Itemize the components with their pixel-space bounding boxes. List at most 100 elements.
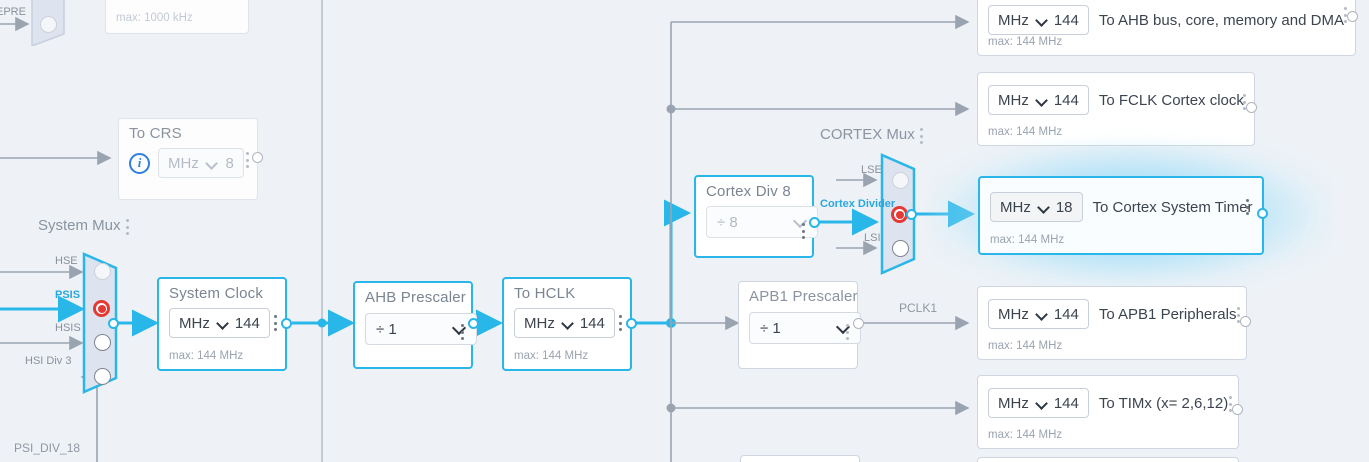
to-ahb-menu-icon[interactable] xyxy=(1344,7,1348,23)
to-crs-output-port[interactable] xyxy=(252,152,263,163)
cortex-mux-input-label-lsi: LSI xyxy=(864,232,881,244)
system-mux-pin-hsi-div-3[interactable] xyxy=(94,368,111,385)
cortex-div8-output-port[interactable] xyxy=(809,217,820,228)
to-timx-label: To TIMx (x= 2,6,12) xyxy=(1098,394,1229,412)
to-fclk-value-control[interactable]: MHz 144 xyxy=(988,85,1089,115)
ahb-prescaler-select[interactable]: ÷ 1 xyxy=(365,313,477,345)
info-icon[interactable]: i xyxy=(129,152,150,174)
apb1-prescaler-node[interactable]: APB1 Prescaler ÷ 1 xyxy=(738,281,861,369)
to-ahb-output-port[interactable] xyxy=(1347,11,1358,22)
to-crs-title: To CRS xyxy=(129,125,182,142)
chevron-down-icon[interactable] xyxy=(1036,15,1047,26)
to-crs-unit: MHz xyxy=(168,154,199,172)
to-hclk-max: max: 144 MHz xyxy=(514,350,589,362)
to-apb1-peripherals-unit: MHz xyxy=(998,305,1029,323)
to-hclk-value: 144 xyxy=(579,314,605,332)
to-fclk-value: 144 xyxy=(1053,91,1079,109)
system-mux-input-label-hsis: HSIS xyxy=(55,322,81,334)
to-crs-node[interactable]: To CRS i MHz 8 xyxy=(118,118,258,200)
chevron-down-icon[interactable] xyxy=(1036,95,1047,106)
ahb-prescaler-value: ÷ 1 xyxy=(376,320,397,338)
chevron-down-icon[interactable] xyxy=(1036,398,1047,409)
to-timx-menu-icon[interactable] xyxy=(1229,396,1233,412)
to-timx-max: max: 144 MHz xyxy=(988,429,1063,441)
cortex-div8-menu-icon[interactable] xyxy=(802,223,806,239)
cortex-mux-menu-icon[interactable] xyxy=(920,128,924,144)
to-hclk-menu-icon[interactable] xyxy=(619,315,623,331)
to-timx-output-port[interactable] xyxy=(1232,404,1243,415)
chevron-down-icon[interactable] xyxy=(217,318,228,329)
ahb-prescaler-output-port[interactable] xyxy=(468,318,479,329)
system-mux-pin-hse[interactable] xyxy=(94,263,111,280)
cortex-mux-input-label-lse: LSE xyxy=(861,164,882,176)
to-cortex-system-timer-value-control[interactable]: MHz 18 xyxy=(990,192,1083,222)
cortex-div8-title: Cortex Div 8 xyxy=(706,183,791,200)
to-timx-value-control[interactable]: MHz 144 xyxy=(988,388,1089,418)
to-apb1-peripherals-output-port[interactable] xyxy=(1240,316,1251,327)
bottom-partial-node[interactable] xyxy=(977,457,1239,462)
to-apb1-peripherals-value-control[interactable]: MHz 144 xyxy=(988,299,1089,329)
hse-rtc-node-max: max: 1000 kHz xyxy=(116,12,193,24)
to-cortex-system-timer-label: To Cortex System Timer xyxy=(1092,198,1253,216)
to-crs-value: 8 xyxy=(225,154,234,172)
chevron-down-icon[interactable] xyxy=(1038,202,1049,213)
to-crs-menu-icon[interactable] xyxy=(246,152,250,168)
to-hclk-output-port[interactable] xyxy=(626,318,637,329)
to-fclk-output-port[interactable] xyxy=(1246,102,1257,113)
cortex-mux[interactable] xyxy=(880,153,920,275)
to-ahb-max: max: 144 MHz xyxy=(988,36,1063,48)
system-clock-menu-icon[interactable] xyxy=(274,315,278,331)
rtcpre-mux[interactable] xyxy=(30,0,66,46)
to-fclk-menu-icon[interactable] xyxy=(1243,94,1247,110)
to-apb1-peripherals-node[interactable]: MHz 144 To APB1 Peripherals max: 144 MHz xyxy=(977,286,1247,360)
ahb-prescaler-title: AHB Prescaler xyxy=(365,289,466,306)
cortex-div8-value: ÷ 8 xyxy=(717,213,738,231)
apb1-prescaler-output-port[interactable] xyxy=(853,318,864,329)
chevron-down-icon[interactable] xyxy=(206,158,217,169)
to-hclk-value-control[interactable]: MHz 144 xyxy=(514,308,615,338)
to-fclk-max: max: 144 MHz xyxy=(988,126,1063,138)
ahb-prescaler-node[interactable]: AHB Prescaler ÷ 1 xyxy=(353,281,477,369)
hse-rtc-node[interactable]: max: 1000 kHz xyxy=(105,0,249,34)
to-ahb-label: To AHB bus, core, memory and DMA xyxy=(1098,11,1344,29)
to-cortex-system-timer-menu-icon[interactable] xyxy=(1246,199,1250,215)
system-mux-pin-psis[interactable] xyxy=(93,300,110,317)
chevron-down-icon[interactable] xyxy=(562,318,573,329)
rtcpre-mux-pin-0[interactable] xyxy=(40,16,57,33)
cortex-mux-output-port[interactable] xyxy=(906,209,917,220)
to-cortex-system-timer-value: 18 xyxy=(1055,198,1073,216)
system-mux[interactable] xyxy=(82,252,122,394)
to-crs-value-control[interactable]: MHz 8 xyxy=(158,148,244,178)
psi-div-18-label: PSI_DIV_18 xyxy=(14,441,81,455)
system-clock-output-port[interactable] xyxy=(281,318,292,329)
to-hclk-node[interactable]: To HCLK MHz 144 max: 144 MHz xyxy=(502,277,632,371)
to-timx-node[interactable]: MHz 144 To TIMx (x= 2,6,12) max: 144 MHz xyxy=(977,375,1239,449)
cortex-divider-wire-label: Cortex Divider xyxy=(820,198,896,210)
system-clock-node[interactable]: System Clock MHz 144 max: 144 MHz xyxy=(157,277,287,371)
apb1-prescaler-menu-icon[interactable] xyxy=(846,324,850,340)
system-mux-label: System Mux xyxy=(38,217,121,234)
pclk1-wire-label: PCLK1 xyxy=(899,301,938,315)
system-clock-value-control[interactable]: MHz 144 xyxy=(169,308,270,338)
cortex-div8-node[interactable]: Cortex Div 8 ÷ 8 xyxy=(694,175,818,258)
to-cortex-system-timer-node[interactable]: MHz 18 To Cortex System Timer max: 144 M… xyxy=(978,176,1264,255)
system-clock-max: max: 144 MHz xyxy=(169,350,244,362)
cortex-mux-pin-lsi[interactable] xyxy=(892,240,909,257)
system-mux-input-label-psis: PSIS xyxy=(55,289,81,301)
system-mux-output-port[interactable] xyxy=(108,318,119,329)
system-mux-pin-hsis[interactable] xyxy=(94,334,111,351)
to-cortex-system-timer-output-port[interactable] xyxy=(1257,208,1268,219)
to-fclk-label: To FCLK Cortex clock xyxy=(1098,91,1244,109)
to-ahb-node[interactable]: MHz 144 To AHB bus, core, memory and DMA… xyxy=(977,0,1356,56)
bottom-partial-node-left[interactable] xyxy=(740,455,860,462)
chevron-down-icon[interactable] xyxy=(1036,309,1047,320)
apb1-prescaler-select[interactable]: ÷ 1 xyxy=(749,312,861,344)
system-mux-menu-icon[interactable] xyxy=(126,219,130,235)
to-apb1-peripherals-menu-icon[interactable] xyxy=(1237,307,1241,323)
ahb-prescaler-menu-icon[interactable] xyxy=(461,324,465,340)
cortex-mux-pin-lse[interactable] xyxy=(892,172,909,189)
cortex-div8-select[interactable]: ÷ 8 xyxy=(706,206,818,238)
to-fclk-node[interactable]: MHz 144 To FCLK Cortex clock max: 144 MH… xyxy=(977,72,1255,146)
to-timx-value: 144 xyxy=(1053,394,1079,412)
to-ahb-value-control[interactable]: MHz 144 xyxy=(988,5,1089,35)
